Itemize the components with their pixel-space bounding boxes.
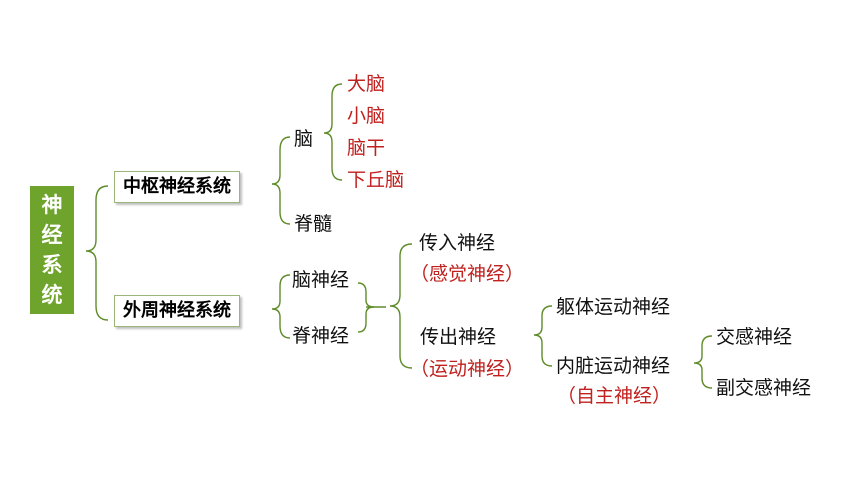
parasympathetic-nerves-label: 副交感神经	[716, 377, 812, 399]
brain-part-cerebellum: 小脑	[347, 105, 386, 127]
brain-part-cerebrum: 大脑	[347, 73, 386, 95]
brace-efferent	[533, 305, 553, 367]
brain-part-hypothalamus: 下丘脑	[347, 169, 405, 191]
efferent-nerves-label: 传出神经	[420, 326, 497, 348]
cranial-nerves-label: 脑神经	[292, 269, 350, 291]
root-char: 经	[41, 223, 63, 247]
brace-central	[271, 136, 291, 225]
brace-direction	[389, 243, 413, 369]
peripheral-nervous-system-box: 外周神经系统	[114, 295, 240, 327]
brace-brain	[323, 83, 343, 181]
sensory-nerves-alias: （感觉神经）	[410, 263, 525, 285]
brace-visceral	[693, 335, 713, 389]
autonomic-nerves-alias: （自主神经）	[557, 385, 672, 407]
brace-root	[85, 185, 109, 321]
brace-peripheral	[271, 274, 291, 339]
central-nervous-system-box: 中枢神经系统	[114, 171, 240, 203]
root-node-nervous-system: 神 经 系 统	[30, 186, 74, 314]
afferent-nerves-label: 传入神经	[419, 232, 496, 254]
brain-label: 脑	[294, 128, 314, 150]
root-char: 系	[41, 253, 63, 277]
root-char: 神	[41, 193, 63, 217]
spinal-cord-label: 脊髓	[294, 213, 333, 235]
root-char: 统	[41, 283, 63, 307]
visceral-motor-nerves-label: 内脏运动神经	[556, 355, 671, 377]
somatic-motor-nerves-label: 躯体运动神经	[556, 296, 671, 318]
spinal-nerves-label: 脊神经	[292, 325, 350, 347]
motor-nerves-alias: （运动神经）	[410, 358, 525, 380]
sympathetic-nerves-label: 交感神经	[716, 326, 793, 348]
brain-part-brainstem: 脑干	[347, 137, 386, 159]
